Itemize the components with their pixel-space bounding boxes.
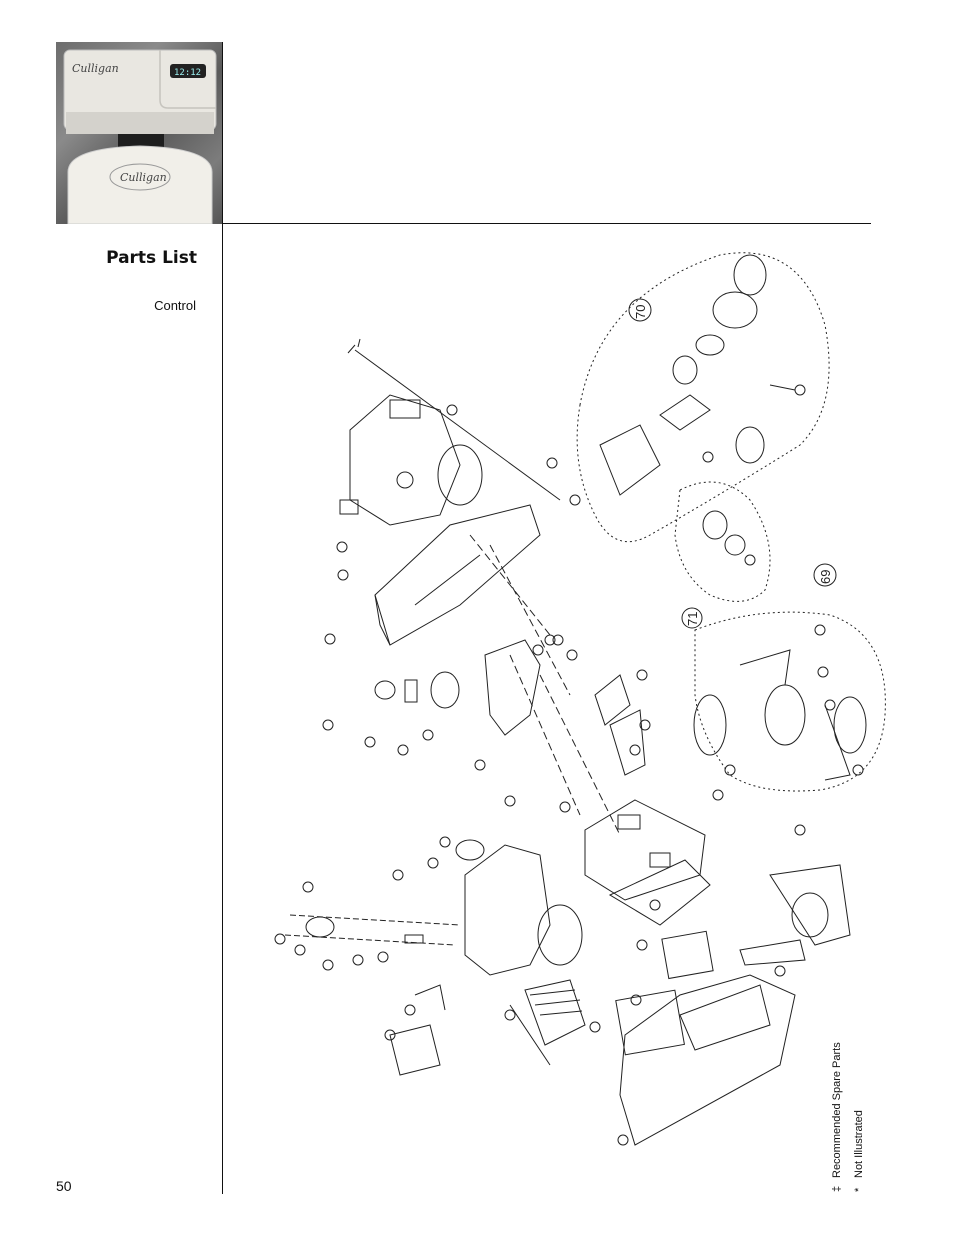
group-70-parts [599, 254, 796, 496]
piston-spring [509, 979, 586, 1066]
brand-logo-top: Culligan [72, 62, 119, 75]
group-71-parts [702, 510, 746, 556]
group-label-71: 71 [685, 612, 700, 626]
horizontal-rule [222, 223, 871, 224]
sensor-wire [354, 349, 561, 501]
group-label-69-circle [813, 563, 837, 587]
page-title: Parts List [106, 248, 197, 268]
exploded-parts-diagram: 70 71 69 [240, 235, 890, 1189]
side-panel [739, 864, 851, 966]
legend-item-spare-parts: ‡Recommended Spare Parts [831, 1042, 843, 1192]
circuit-board [594, 674, 646, 776]
upper-valve-body [339, 394, 483, 526]
part-callouts [274, 384, 864, 1146]
group-69-parts [693, 649, 867, 781]
legend: ‡Recommended Spare Parts *Not Illustrate… [826, 1042, 870, 1192]
lower-valve-body [284, 839, 583, 976]
legend-item-not-illustrated: *Not Illustrated [853, 1110, 865, 1192]
control-display: 12:12 [174, 68, 201, 78]
product-photo: Culligan 12:12 Culligan [56, 42, 223, 224]
section-subtitle: Control [154, 298, 196, 313]
control-panel [584, 799, 714, 1056]
group-label-69: 69 [818, 570, 833, 584]
group-label-71-circle [681, 607, 703, 629]
motor-housing [374, 504, 541, 646]
outer-cover [619, 974, 796, 1146]
vertical-rule [222, 42, 223, 1194]
group-71-outline [674, 481, 771, 602]
brand-logo-tank: Culligan [120, 171, 167, 184]
group-label-70: 70 [633, 305, 648, 319]
group-label-70-circle [628, 298, 652, 322]
gear-assembly [374, 639, 541, 736]
page-number: 50 [56, 1178, 72, 1194]
group-70-outline [576, 252, 830, 543]
assembly-lines [469, 534, 621, 836]
group-69-outline [694, 611, 886, 792]
bypass-valve [389, 984, 446, 1076]
